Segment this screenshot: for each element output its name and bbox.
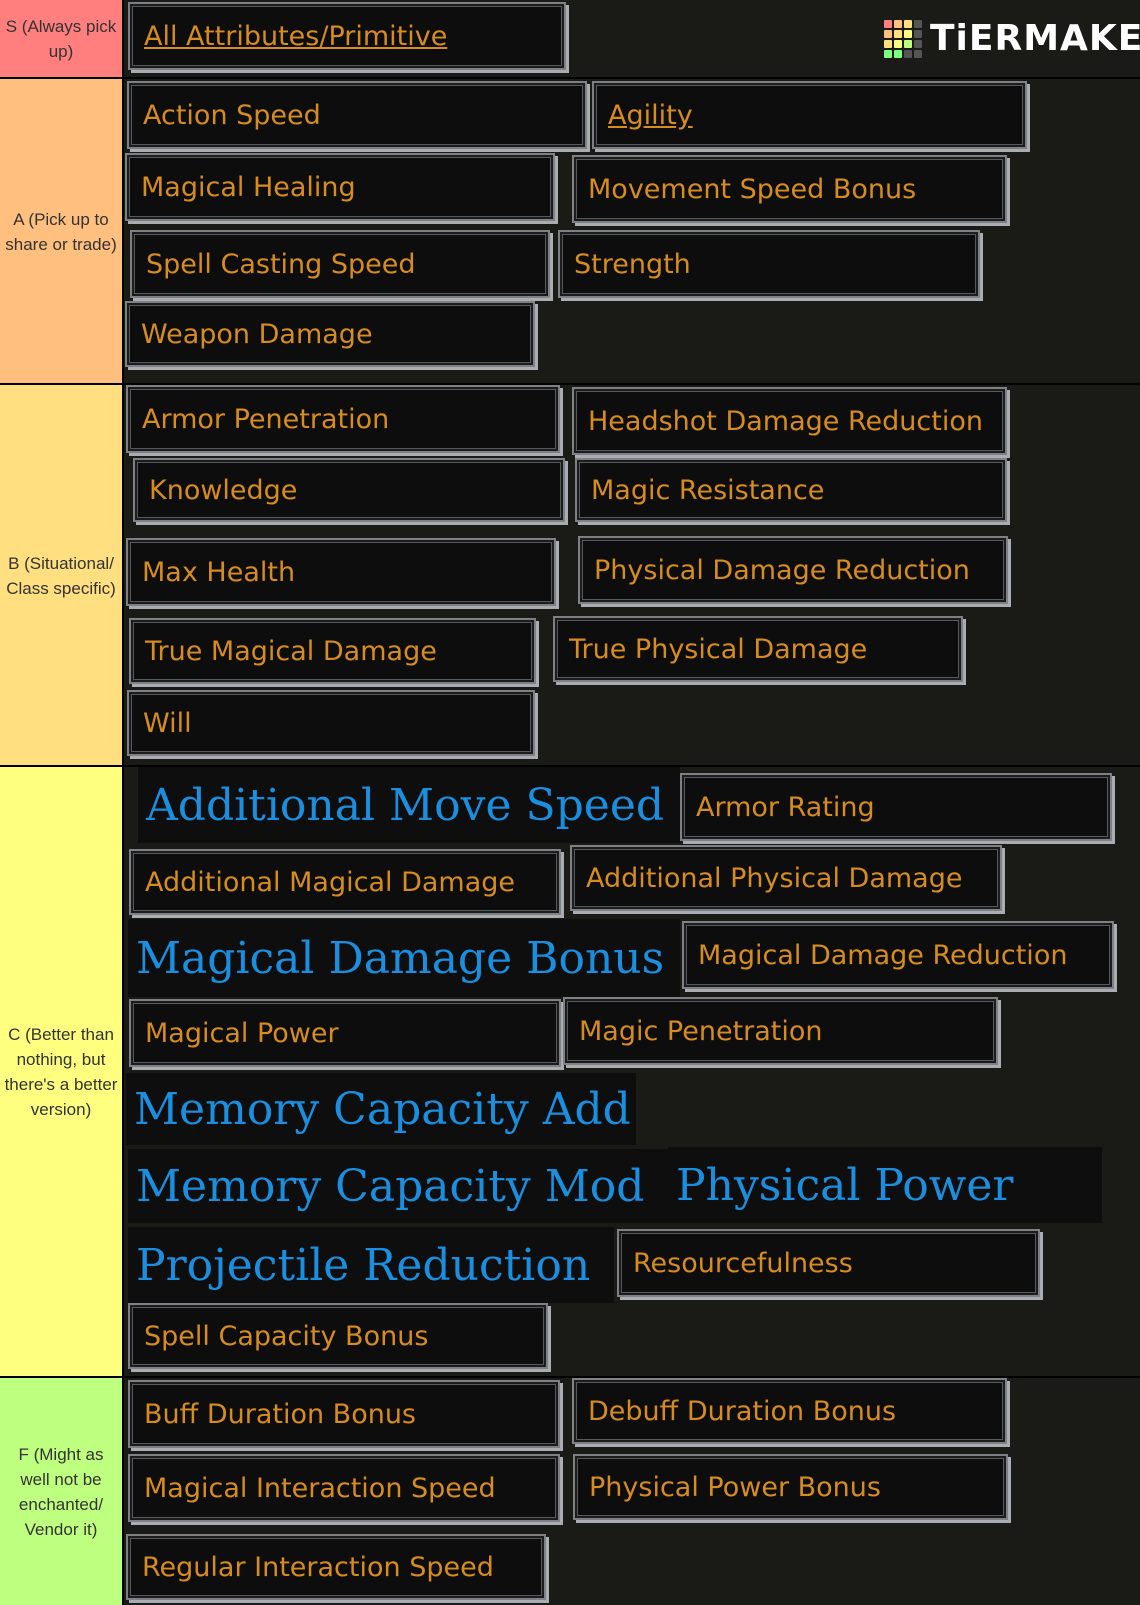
- tier-item-will[interactable]: Will: [127, 690, 535, 756]
- tier-item-resourcefulness[interactable]: Resourcefulness: [617, 1229, 1040, 1297]
- tier-item-additional-physical-damage[interactable]: Additional Physical Damage: [570, 845, 1002, 911]
- tier-item-spell-casting-speed[interactable]: Spell Casting Speed: [130, 230, 550, 298]
- tier-label-c[interactable]: C (Better than nothing, but there's a be…: [0, 767, 124, 1377]
- tier-item-debuff-duration-bonus[interactable]: Debuff Duration Bonus: [572, 1378, 1007, 1444]
- tier-item-magic-resistance[interactable]: Magic Resistance: [575, 458, 1007, 522]
- tier-item-strength[interactable]: Strength: [558, 230, 980, 298]
- tier-item-memory-capacity-mod[interactable]: Memory Capacity Mod: [128, 1149, 668, 1223]
- tiermaker-logo-text: TiERMAKER: [930, 18, 1140, 59]
- tier-item-headshot-damage-reduction[interactable]: Headshot Damage Reduction: [572, 387, 1007, 455]
- tier-item-action-speed[interactable]: Action Speed: [127, 81, 587, 149]
- tier-item-physical-power[interactable]: Physical Power: [668, 1147, 1102, 1223]
- tier-item-all-attributes[interactable]: All Attributes/Primitive: [128, 2, 566, 70]
- tier-item-magical-healing[interactable]: Magical Healing: [125, 153, 555, 221]
- tiermaker-logo: TiERMAKER: [884, 18, 1140, 59]
- tier-row-c: C (Better than nothing, but there's a be…: [0, 765, 1140, 1377]
- tier-item-magical-damage-reduction[interactable]: Magical Damage Reduction: [682, 921, 1114, 989]
- tier-item-projectile-reduction[interactable]: Projectile Reduction: [128, 1227, 614, 1303]
- tier-row-f: F (Might as well not be enchanted/ Vendo…: [0, 1376, 1140, 1605]
- tier-item-true-physical-damage[interactable]: True Physical Damage: [553, 616, 963, 682]
- tier-item-spell-capacity-bonus[interactable]: Spell Capacity Bonus: [128, 1303, 548, 1369]
- tier-label-s[interactable]: S (Always pick up): [0, 0, 124, 78]
- tiermaker-grid-icon: [884, 19, 922, 58]
- tier-item-physical-damage-reduction[interactable]: Physical Damage Reduction: [578, 536, 1008, 604]
- tier-label-f[interactable]: F (Might as well not be enchanted/ Vendo…: [0, 1378, 124, 1605]
- tier-label-a[interactable]: A (Pick up to share or trade): [0, 79, 124, 384]
- tier-item-armor-penetration[interactable]: Armor Penetration: [126, 385, 560, 453]
- tier-item-magical-damage-bonus[interactable]: Magical Damage Bonus: [128, 919, 680, 997]
- tier-item-magic-penetration[interactable]: Magic Penetration: [563, 997, 998, 1065]
- tier-item-knowledge[interactable]: Knowledge: [133, 458, 565, 522]
- tier-item-magical-interaction-speed[interactable]: Magical Interaction Speed: [128, 1454, 560, 1522]
- tier-item-movement-speed-bonus[interactable]: Movement Speed Bonus: [572, 155, 1007, 223]
- tier-item-agility[interactable]: Agility: [592, 81, 1027, 149]
- tier-item-memory-capacity-add[interactable]: Memory Capacity Add: [126, 1073, 636, 1145]
- tier-item-physical-power-bonus[interactable]: Physical Power Bonus: [573, 1454, 1008, 1520]
- tier-item-additional-move-speed[interactable]: Additional Move Speed: [138, 767, 680, 843]
- tier-item-true-magical-damage[interactable]: True Magical Damage: [129, 618, 536, 684]
- tier-row-s: S (Always pick up) All Attributes/Primit…: [0, 0, 1140, 78]
- tier-item-regular-interaction-speed[interactable]: Regular Interaction Speed: [126, 1534, 546, 1600]
- tier-item-armor-rating[interactable]: Armor Rating: [680, 773, 1112, 841]
- tier-row-a: A (Pick up to share or trade) Action Spe…: [0, 77, 1140, 384]
- tier-item-additional-magical-damage[interactable]: Additional Magical Damage: [129, 849, 561, 915]
- tier-label-b[interactable]: B (Situational/ Class specific): [0, 385, 124, 766]
- tier-row-b: B (Situational/ Class specific) Armor Pe…: [0, 383, 1140, 766]
- tier-item-buff-duration-bonus[interactable]: Buff Duration Bonus: [128, 1380, 560, 1448]
- tier-item-weapon-damage[interactable]: Weapon Damage: [125, 301, 535, 367]
- tier-item-max-health[interactable]: Max Health: [126, 538, 556, 606]
- tier-item-magical-power[interactable]: Magical Power: [129, 999, 561, 1067]
